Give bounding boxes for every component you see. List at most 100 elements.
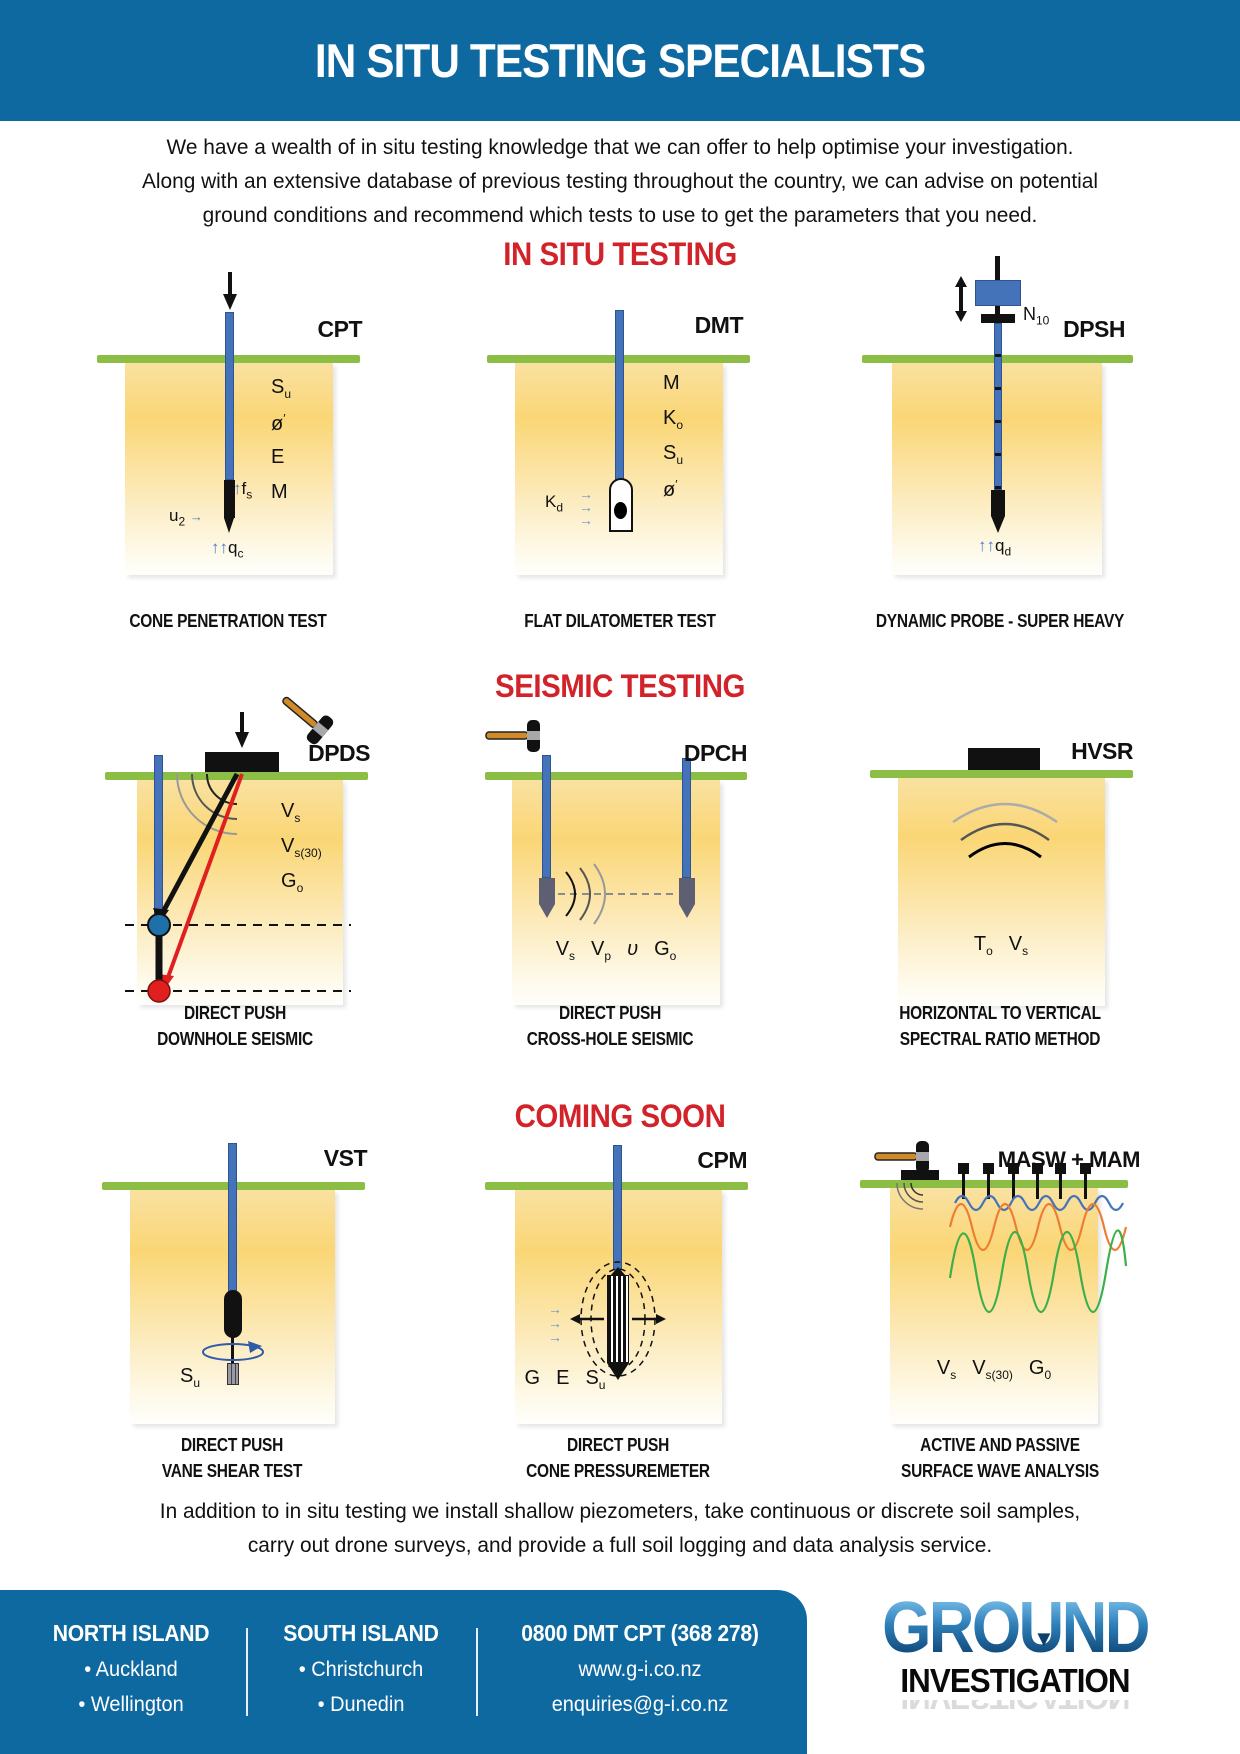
cone-tip — [224, 518, 234, 533]
geophone-icon — [1055, 1163, 1066, 1199]
diagram-code-dpsh: DPSH — [1063, 316, 1125, 342]
pore-pressure-label: u2 → — [169, 506, 203, 529]
text-line: DOWNHOLE SEISMIC — [157, 1029, 313, 1049]
geophone-icon — [1008, 1163, 1019, 1199]
parameter: M — [271, 481, 288, 503]
strike-plank — [205, 752, 279, 772]
caption-cpt: CONE PENETRATION TEST — [90, 608, 365, 634]
footer-column-north-island: NORTH ISLAND • Auckland • Wellington — [25, 1620, 237, 1717]
caption-dpsh: DYNAMIC PROBE - SUPER HEAVY — [862, 608, 1137, 634]
region-heading: SOUTH ISLAND — [283, 1620, 439, 1646]
text-line: Along with an extensive database of prev… — [141, 169, 1099, 193]
footer-divider — [246, 1628, 248, 1716]
parameter: G0 — [1028, 1357, 1052, 1382]
dilatometer-blade — [609, 478, 633, 532]
parameter: ø′ — [271, 411, 286, 435]
text-line: DIRECT PUSH — [566, 1435, 670, 1455]
footer-panel: NORTH ISLAND • Auckland • Wellington SOU… — [0, 1590, 807, 1754]
parameter: M — [663, 372, 680, 394]
rotation-arrow-icon — [202, 1341, 264, 1361]
ground-line — [870, 770, 1133, 778]
parameter: qd — [995, 536, 1012, 559]
strike-plate — [901, 1170, 939, 1180]
section-heading-coming-soon: COMING SOON — [514, 1098, 726, 1134]
section-heading-insitu: IN SITU TESTING — [503, 236, 737, 272]
text-line: We have a wealth of in situ testing know… — [166, 135, 1074, 159]
text-line: DYNAMIC PROBE - SUPER HEAVY — [875, 611, 1125, 631]
phone-number: 0800 DMT CPT (368 278) — [521, 1620, 759, 1646]
text-line: DIRECT PUSH — [180, 1435, 284, 1455]
text-line: DIRECT PUSH — [558, 1003, 662, 1023]
text-line: carry out drone surveys, and provide a f… — [247, 1533, 993, 1557]
geophone-icon — [1080, 1163, 1091, 1199]
website-url: www.g-i.co.nz — [578, 1658, 702, 1681]
parameter: Su — [271, 376, 292, 401]
pressure-arrow-icon: → — [579, 499, 593, 515]
parameter: To — [973, 933, 993, 958]
impact-wave-arcs — [896, 1182, 924, 1210]
seismometer-device — [968, 748, 1040, 770]
section-heading-seismic: SEISMIC TESTING — [495, 668, 745, 704]
push-down-arrow-icon — [235, 712, 249, 748]
receiver-probe — [679, 878, 695, 904]
logo-investigation-text: INVESTIGATION — [900, 1662, 1130, 1699]
city-item: • Dunedin — [317, 1693, 405, 1716]
expansion-graphic — [570, 1261, 666, 1377]
ground-investigation-logo: GROUND ▼ INVESTIGATION INVESTIGATION — [855, 1592, 1175, 1716]
text-line: DIRECT PUSH — [183, 1003, 287, 1023]
caption-dpch: DIRECT PUSH CROSS-HOLE SEISMIC — [472, 1000, 747, 1052]
city-item: • Auckland — [84, 1658, 178, 1681]
email-address: enquiries@g-i.co.nz — [551, 1693, 729, 1716]
diagram-code-hvsr: HVSR — [1071, 738, 1133, 764]
text-line: FLAT DILATOMETER TEST — [524, 611, 716, 631]
footer-column-contact: 0800 DMT CPT (368 278) www.g-i.co.nz enq… — [490, 1620, 790, 1717]
diagram-code-vst: VST — [323, 1145, 368, 1171]
su-label: Su — [180, 1365, 200, 1390]
cone-tip — [991, 516, 1005, 533]
diagram-vst: VST Su — [85, 1115, 375, 1425]
footer-divider — [476, 1628, 478, 1716]
text-line: CROSS-HOLE SEISMIC — [526, 1029, 694, 1049]
friction-sleeve — [224, 480, 235, 518]
caption-dmt: FLAT DILATOMETER TEST — [482, 608, 757, 634]
text-line: CONE PRESSUREMETER — [526, 1461, 710, 1481]
parameter: Vs(30) — [972, 1357, 1013, 1382]
hammer-icon — [873, 1139, 937, 1180]
receiver-probe-tip — [679, 904, 695, 918]
crosshole-wave-graphic — [558, 863, 678, 925]
pressure-arrow-icon: → — [548, 1329, 562, 1345]
geophone-icon — [983, 1163, 994, 1199]
segmented-rod — [994, 323, 1002, 490]
text-line: CONE PENETRATION TEST — [129, 611, 327, 631]
vane-motor-body — [224, 1290, 242, 1338]
push-rod — [615, 310, 624, 480]
parameter: Su — [585, 1367, 606, 1392]
caption-dpds: DIRECT PUSH DOWNHOLE SEISMIC — [97, 1000, 372, 1052]
parameter: E — [556, 1367, 570, 1389]
parameter: Su — [180, 1365, 201, 1390]
parameter: Vs — [555, 938, 576, 963]
pressure-arrow-icon: → — [548, 1301, 562, 1317]
parameter: Su — [663, 442, 684, 467]
parameter: fs — [241, 479, 253, 502]
parameter: Vs — [1008, 933, 1029, 958]
parameter: Go — [654, 938, 677, 963]
parameter: N10 — [1023, 304, 1050, 328]
text-line: ACTIVE AND PASSIVE — [920, 1435, 1080, 1455]
source-probe — [539, 878, 555, 904]
pressure-arrow-icon: → — [579, 512, 593, 528]
diagram-code-dpds: DPDS — [308, 740, 370, 766]
caption-cpm: DIRECT PUSH CONE PRESSUREMETER — [480, 1432, 755, 1484]
text-line: In addition to in situ testing we instal… — [159, 1499, 1081, 1523]
hammer-icon — [267, 684, 342, 757]
parameter: E — [271, 446, 285, 468]
